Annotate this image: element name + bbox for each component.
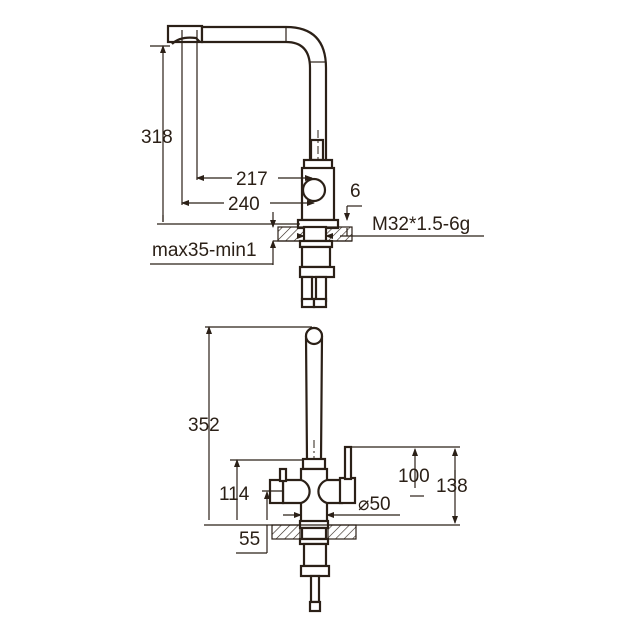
front-view: 352 114 55 100 138 ⌀50: [188, 326, 468, 613]
dim-ring-6: 6: [350, 181, 361, 202]
front-dimensions: [204, 326, 460, 554]
front-spout: [301, 326, 327, 555]
side-body: [277, 158, 353, 309]
side-view: 318 217 240 6 M32*1.5-6g max35-min1: [141, 24, 484, 309]
dim-body-height: 114: [219, 484, 250, 505]
dim-countertop: max35-min1: [152, 240, 257, 261]
dim-lever-top: 138: [436, 476, 468, 497]
front-body: [268, 445, 357, 613]
dim-filter-lever: 100: [398, 466, 430, 487]
dim-total-height: 352: [188, 415, 220, 436]
dim-reach-240: 240: [228, 194, 260, 215]
side-dimensions: [150, 30, 484, 265]
dim-spout-height: 318: [141, 127, 173, 148]
dim-reach-217: 217: [236, 169, 268, 190]
dim-thread: M32*1.5-6g: [372, 214, 470, 235]
dim-base-diameter: ⌀50: [358, 494, 391, 515]
dim-side-handle: 55: [239, 529, 260, 550]
